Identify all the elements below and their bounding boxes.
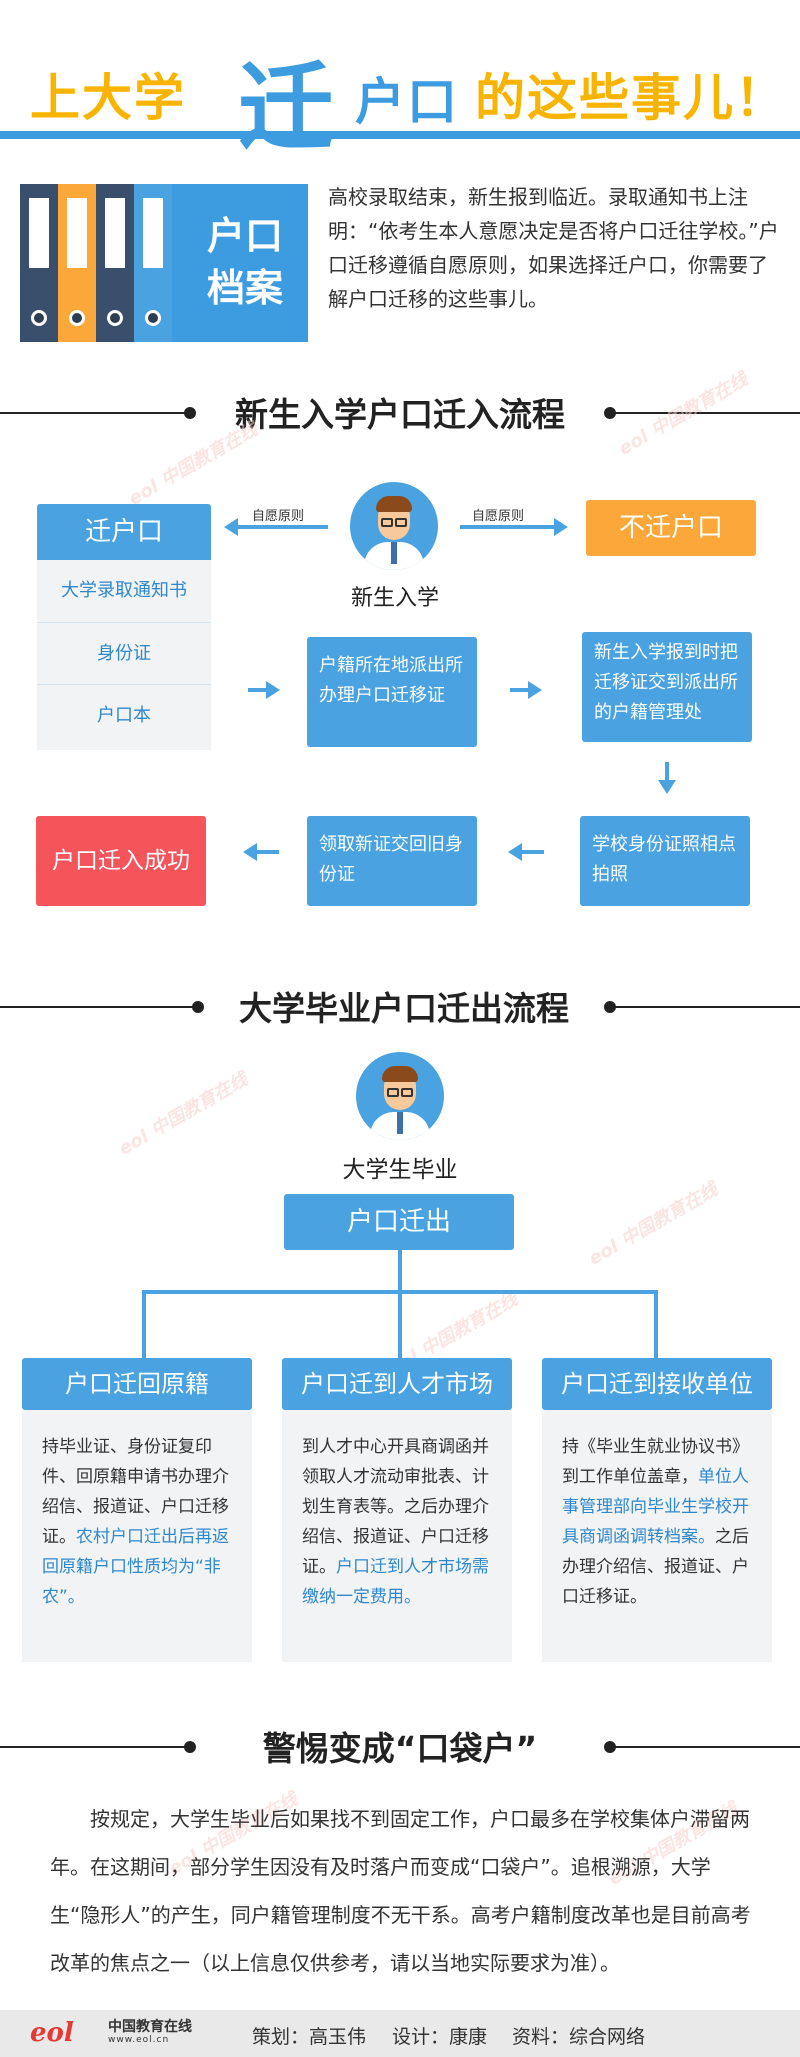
arrow-left-icon [508,843,522,861]
section-dot [192,1001,204,1013]
list-item: 身份证 [37,622,211,684]
no-move-hukou-label: 不迁户口 [586,500,756,556]
binder-icon [58,184,96,342]
header-underline [0,131,800,139]
center-label: 新生入学 [350,586,439,611]
brand-url: www.eol.cn [108,2035,170,2045]
arrow-line [236,525,328,529]
page-header: 上大学 迁 户口 的这些事儿！ [0,30,800,164]
graduate-avatar-icon [356,1052,444,1140]
step-box: 新生入学报到时把迁移证交到派出所的户籍管理处 [582,632,752,742]
column-head: 户口迁回原籍 [22,1358,252,1410]
arrow-line [248,688,268,692]
arrow-line [520,850,544,854]
column-body: 到人才中心开具商调函并领取人才流动审批表、计划生育表等。之后办理介绍信、报道证、… [282,1410,512,1662]
section2-title: 大学毕业户口迁出流程 [239,989,569,1028]
title-part3: 的这些事儿！ [475,69,787,127]
column-body: 持毕业证、身份证复印件、回原籍申请书办理介绍信、报道证、户口迁移证。农村户口迁出… [22,1410,252,1662]
title-part2: 户口 [355,73,459,131]
column-head: 户口迁到人才市场 [282,1358,512,1410]
section-dot [184,407,196,419]
column-head: 户口迁到接收单位 [542,1358,772,1410]
section-divider [0,1746,188,1748]
arrow-line [255,850,279,854]
section-dot [184,1741,196,1753]
list-item: 大学录取通知书 [61,580,187,601]
list-item: 户口本 [37,684,211,746]
right-note: 自愿原则 [472,509,525,524]
step-box: 户籍所在地派出所办理户口迁移证 [307,637,477,747]
section-divider [0,412,188,414]
section-divider [612,1006,800,1008]
connector-line [398,1250,402,1292]
credit-designer: 设计：康康 [392,2026,488,2048]
binder-icon [134,184,172,342]
section3-title: 警惕变成“口袋户” [262,1729,538,1768]
connector-line [398,1290,402,1358]
title-part1: 上大学 [30,69,186,127]
arrow-right-icon [266,681,280,699]
arrow-left-icon [224,518,238,536]
column-body: 持《毕业生就业协议书》到工作单位盖章，单位人事管理部向毕业生学校开具商调函调转档… [542,1410,772,1662]
section1-title: 新生入学户口迁入流程 [235,395,565,434]
arrow-right-icon [554,518,568,536]
brand-name: 中国教育在线 [108,2019,192,2035]
title-big-char: 迁 [238,52,334,164]
move-out-root: 户口迁出 [284,1194,514,1250]
credit-source: 资料：综合网络 [512,2026,646,2048]
step-box: 领取新证交回旧身份证 [307,816,477,906]
arrow-right-icon [528,681,542,699]
center-label: 大学生毕业 [342,1157,458,1183]
move-hukou-label: 迁户口 [37,504,211,560]
eol-logo: eol [30,2018,74,2048]
archive-folder-illustration: 户口档案 [20,184,308,342]
section-dot [604,407,616,419]
intro-paragraph: 高校录取结束，新生报到临近。录取通知书上注明：“依考生本人意愿决定是否将户口迁往… [328,185,779,311]
arrow-left-icon [243,843,257,861]
left-note: 自愿原则 [252,509,305,524]
footer: eol 中国教育在线 www.eol.cn 策划：高玉伟 设计：康康 资料：综合… [0,2010,800,2057]
arrow-line [510,688,530,692]
pocket-hukou-paragraph: 按规定，大学生毕业后如果找不到固定工作，户口最多在学校集体户滞留两年。在这期间，… [50,1807,751,1975]
step-box: 学校身份证照相点拍照 [580,816,750,906]
binder-icon [20,184,58,342]
folder-label: 户口档案 [206,214,283,310]
arrow-down-icon [658,780,676,794]
binder-icon [96,184,134,342]
section-dot [604,1741,616,1753]
connector-line [142,1290,146,1358]
required-docs-list: 大学录取通知书 身份证 户口本 [37,560,211,750]
credit-planner: 策划：高玉伟 [252,2026,367,2048]
section-dot [604,1001,616,1013]
arrow-line [665,762,669,782]
arrow-line [460,525,556,529]
section-divider [612,1746,800,1748]
success-box: 户口迁入成功 [36,816,206,906]
section-divider [0,1006,196,1008]
connector-line [654,1290,658,1358]
student-avatar-icon [350,482,438,570]
section-divider [612,412,800,414]
